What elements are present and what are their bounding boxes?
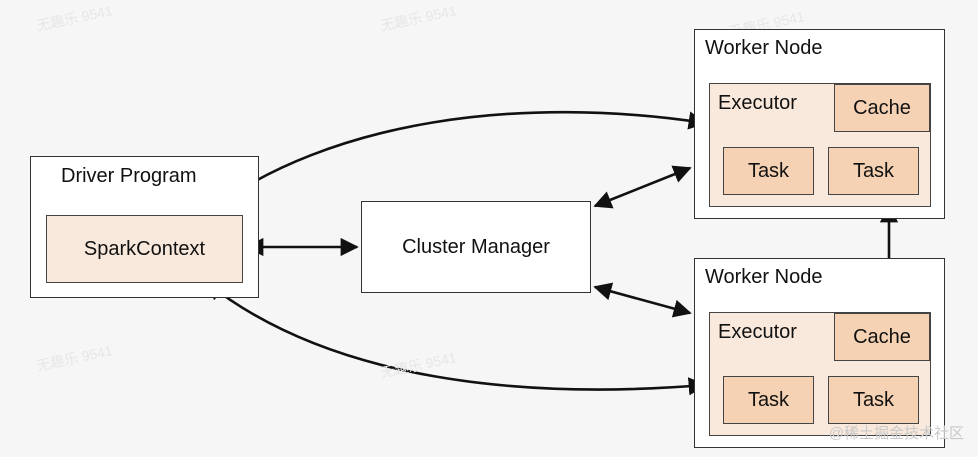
task-box: Task — [723, 376, 814, 424]
cluster-manager-box: Cluster Manager — [361, 201, 591, 293]
driver-worker2-arrow — [205, 281, 707, 396]
task-label: Task — [852, 388, 895, 411]
cluster-worker2-arrow — [593, 282, 692, 318]
cluster-manager-label: Cluster Manager — [402, 235, 550, 258]
driver-program-box: Driver Program SparkContext — [30, 156, 259, 298]
task-box: Task — [723, 147, 814, 195]
task-label: Task — [747, 388, 790, 411]
driver-program-title: Driver Program — [61, 165, 197, 187]
worker-node-title: Worker Node — [705, 266, 823, 288]
worker-node-1: Worker Node Executor Cache Task Task — [694, 29, 945, 219]
executor-box: Executor Cache Task Task — [709, 83, 931, 207]
task-box: Task — [828, 147, 919, 195]
cache-box: Cache — [834, 84, 930, 132]
driver-worker1-arrow — [205, 110, 707, 214]
task-label: Task — [852, 159, 895, 182]
spark-context-box: SparkContext — [46, 215, 243, 283]
cache-label: Cache — [853, 325, 911, 348]
executor-label: Executor — [718, 321, 797, 343]
worker-node-2: Worker Node Executor Cache Task Task — [694, 258, 945, 448]
task-label: Task — [747, 159, 790, 182]
worker-node-title: Worker Node — [705, 37, 823, 59]
cache-label: Cache — [853, 96, 911, 119]
spark-context-label: SparkContext — [83, 237, 206, 260]
task-box: Task — [828, 376, 919, 424]
executor-label: Executor — [718, 92, 797, 114]
cache-box: Cache — [834, 313, 930, 361]
executor-box: Executor Cache Task Task — [709, 312, 931, 436]
cluster-worker1-arrow — [593, 165, 692, 209]
watermark-text: @稀土掘金技术社区 — [828, 425, 964, 442]
